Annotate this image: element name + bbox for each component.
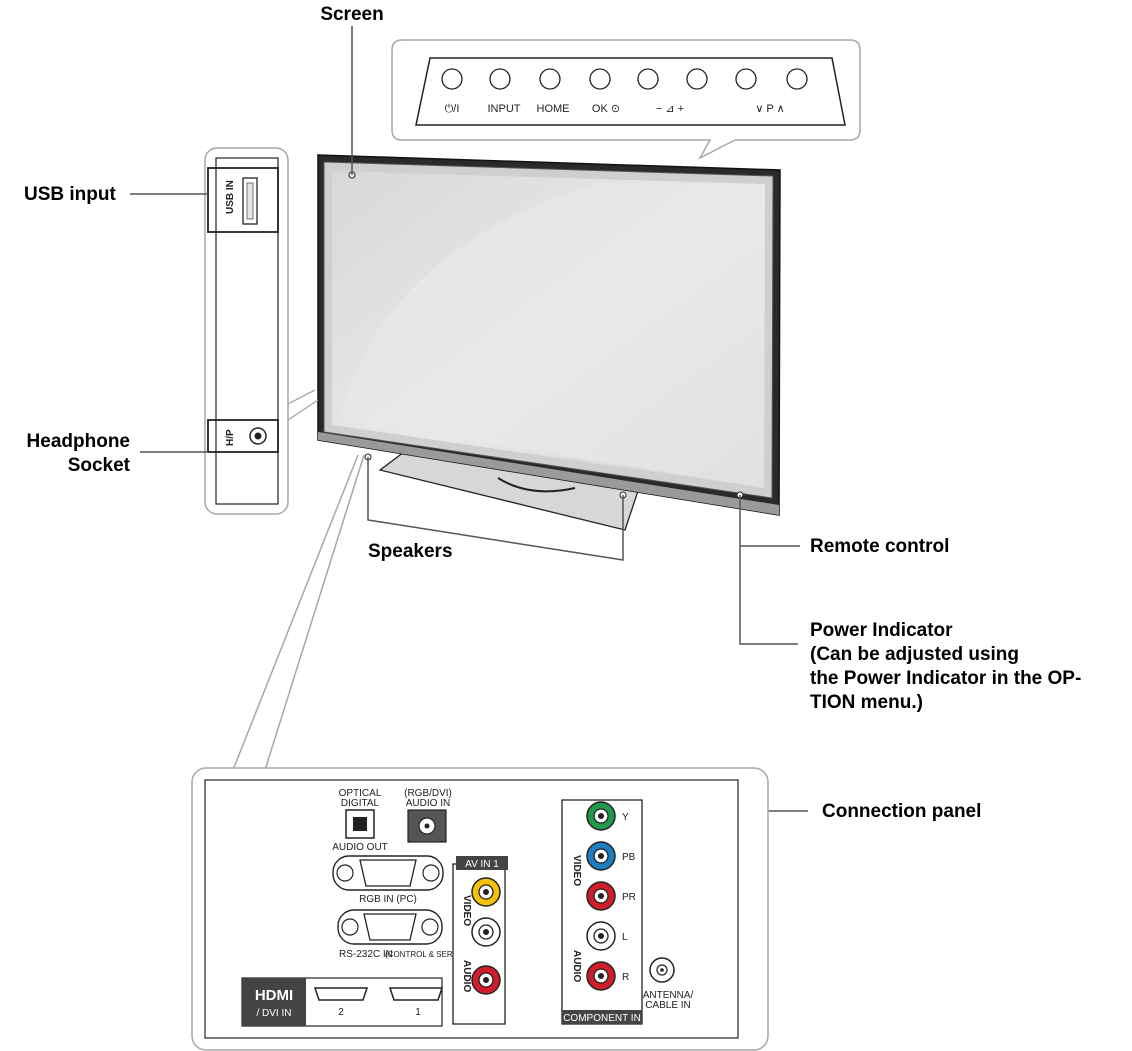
component-y-jack[interactable] xyxy=(586,801,616,831)
hp-label: H/P xyxy=(225,429,236,446)
speakers-label: Speakers xyxy=(368,541,453,562)
hdmi-logo-box xyxy=(242,978,306,1026)
antenna-label-2: CABLE IN xyxy=(645,1000,691,1011)
usb-in-label: USB IN xyxy=(225,180,236,214)
volume-label: − ⊿ + xyxy=(656,103,684,115)
comp-pb-label: PB xyxy=(622,852,636,863)
power-button-label: ⏻/I xyxy=(445,103,460,115)
hdmi-1-port[interactable] xyxy=(388,987,444,1001)
rgb-audio-label-2: AUDIO IN xyxy=(406,798,450,809)
side-panel: USB IN H/P xyxy=(204,147,319,515)
volume-up-button[interactable] xyxy=(686,68,708,90)
component-block xyxy=(561,799,643,1025)
av-video-label: VIDEO xyxy=(461,895,472,926)
power-indicator-label-1: Power Indicator xyxy=(810,620,953,641)
tv-set xyxy=(317,154,781,531)
usb-port-box xyxy=(207,167,279,233)
antenna-label-1: ANTENNA/ xyxy=(643,990,694,1001)
component-pb-jack[interactable] xyxy=(586,841,616,871)
home-button-label: HOME xyxy=(537,103,570,115)
av-audio-label: AUDIO xyxy=(461,960,472,992)
comp-l-label: L xyxy=(622,932,628,943)
component-audio-r-jack[interactable] xyxy=(586,961,616,991)
comp-pr-label: PR xyxy=(622,892,636,903)
power-button[interactable] xyxy=(441,68,463,90)
power-indicator-label-4: TION menu.) xyxy=(810,692,923,713)
rgb-in-port[interactable] xyxy=(332,855,444,891)
front-buttons: ⏻/I INPUT HOME OK ⊙ − ⊿ + ∨ P ∧ xyxy=(441,68,808,115)
av-video-jack[interactable] xyxy=(471,877,501,907)
ok-button[interactable] xyxy=(589,68,611,90)
power-indicator-label-2: (Can be adjusted using xyxy=(810,644,1019,665)
hdmi-2-label: 2 xyxy=(338,1007,344,1018)
optical-label-2: DIGITAL xyxy=(341,798,380,809)
input-button[interactable] xyxy=(489,68,511,90)
remote-control-label: Remote control xyxy=(810,536,949,557)
hdmi-1-label: 1 xyxy=(415,1007,421,1018)
av-in-label: AV IN 1 xyxy=(465,859,499,870)
screen-label: Screen xyxy=(320,4,383,25)
comp-video-label: VIDEO xyxy=(571,855,582,886)
rgb-in-label: RGB IN (PC) xyxy=(359,894,417,905)
front-button-callout: ⏻/I INPUT HOME OK ⊙ − ⊿ + ∨ P ∧ xyxy=(391,39,861,160)
rs232-label: RS-232C IN xyxy=(339,949,393,960)
comp-y-label: Y xyxy=(622,812,629,823)
audio-out-label: AUDIO OUT xyxy=(332,842,388,853)
hdmi-2-port[interactable] xyxy=(313,987,369,1001)
component-audio-l-jack[interactable] xyxy=(586,921,616,951)
power-indicator-label-3: the Power Indicator in the OP- xyxy=(810,668,1081,689)
comp-audio-label: AUDIO xyxy=(571,950,582,982)
ok-button-label: OK ⊙ xyxy=(592,103,620,115)
connection-panel-label: Connection panel xyxy=(822,801,981,822)
channel-up-button[interactable] xyxy=(786,68,808,90)
optical-label-1: OPTICAL xyxy=(339,788,382,799)
hdmi-logo: HDMI xyxy=(255,987,293,1004)
headphone-label-1: Headphone xyxy=(27,431,130,452)
component-pr-jack[interactable] xyxy=(586,881,616,911)
home-button[interactable] xyxy=(539,68,561,90)
rgb-audio-label-1: (RGB/DVI) xyxy=(404,788,452,799)
callout-lines xyxy=(130,26,808,812)
rs232-port[interactable] xyxy=(337,909,443,945)
input-button-label: INPUT xyxy=(488,103,521,115)
volume-down-button[interactable] xyxy=(637,68,659,90)
colored-jacks xyxy=(471,801,616,995)
channel-down-button[interactable] xyxy=(735,68,757,90)
labels: Screen USB input Headphone Socket Speake… xyxy=(24,4,1081,822)
headphone-port-box xyxy=(207,419,279,453)
rs232-sub-label: (CONTROL & SERVICE) xyxy=(385,950,474,959)
channel-label: ∨ P ∧ xyxy=(755,103,784,115)
av-audio-r-jack[interactable] xyxy=(471,965,501,995)
component-in-label: COMPONENT IN xyxy=(563,1013,641,1024)
usb-input-label: USB input xyxy=(24,184,116,205)
av-audio-l-jack[interactable] xyxy=(471,917,501,947)
headphone-label-2: Socket xyxy=(68,455,131,476)
hdmi-sub-label: / DVI IN xyxy=(256,1008,291,1019)
comp-r-label: R xyxy=(622,972,629,983)
av-in-header xyxy=(456,856,508,870)
connection-panel: OPTICAL DIGITAL AUDIO OUT (RGB/DVI) AUDI… xyxy=(191,767,769,1051)
component-header xyxy=(562,1010,642,1024)
